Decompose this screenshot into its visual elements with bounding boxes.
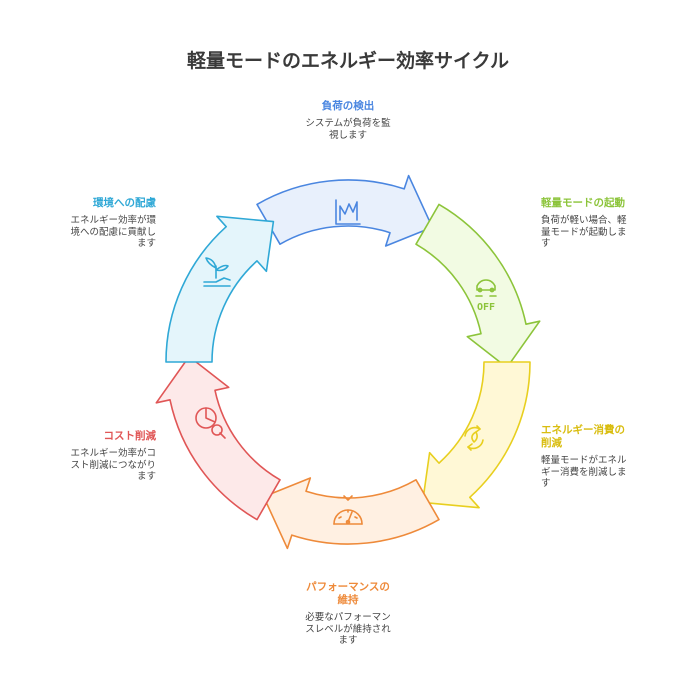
step-env-desc: エネルギー効率が環境への配慮に貢献します	[70, 215, 156, 249]
step-activate-label: 軽量モードの起動 負荷が軽い場合、軽量モードが起動します	[541, 197, 651, 250]
segment-env	[165, 215, 275, 363]
step-reduce-desc: 軽量モードがエネルギー消費を削減します	[541, 455, 627, 489]
step-env-label: 環境への配慮 エネルギー効率が環境への配慮に貢献します	[46, 197, 156, 250]
step-reduce-title: エネルギー消費の削減	[541, 424, 625, 449]
plant-hand-icon	[203, 257, 231, 287]
page-title: 軽量モードのエネルギー効率サイクル	[186, 50, 510, 72]
svg-text:OFF: OFF	[477, 302, 495, 313]
step-maintain-desc: 必要なパフォーマンスレベルが維持されます	[305, 612, 391, 646]
step-env-title: 環境への配慮	[93, 197, 156, 209]
chart-icon	[335, 199, 361, 225]
car-off-icon: OFF	[475, 279, 497, 313]
step-detect-label: 負荷の検出 システムが負荷を監視します	[268, 100, 428, 141]
cycle-segments	[155, 174, 541, 550]
step-reduce-label: エネルギー消費の削減 軽量モードがエネルギー消費を削減します	[541, 424, 651, 490]
segment-cost	[155, 355, 281, 521]
eco-cycle-icon	[464, 425, 484, 451]
step-detect-desc: システムが負荷を監視します	[305, 118, 391, 141]
step-cost-title: コスト削減	[103, 430, 157, 442]
cycle-icons: OFF	[195, 199, 497, 525]
step-maintain-title: パフォーマンスの維持	[306, 581, 390, 606]
step-activate-desc: 負荷が軽い場合、軽量モードが起動します	[541, 215, 627, 249]
step-maintain-label: パフォーマンスの維持 必要なパフォーマンスレベルが維持されます	[268, 581, 428, 647]
step-cost-label: コスト削減 エネルギー効率がコスト削減につながります	[46, 430, 156, 483]
step-cost-desc: エネルギー効率がコスト削減につながります	[70, 448, 156, 482]
step-activate-title: 軽量モードの起動	[541, 197, 625, 209]
gauge-icon	[333, 495, 363, 525]
step-detect-title: 負荷の検出	[321, 100, 375, 112]
pie-search-icon	[195, 407, 226, 439]
segment-detect	[256, 174, 434, 247]
